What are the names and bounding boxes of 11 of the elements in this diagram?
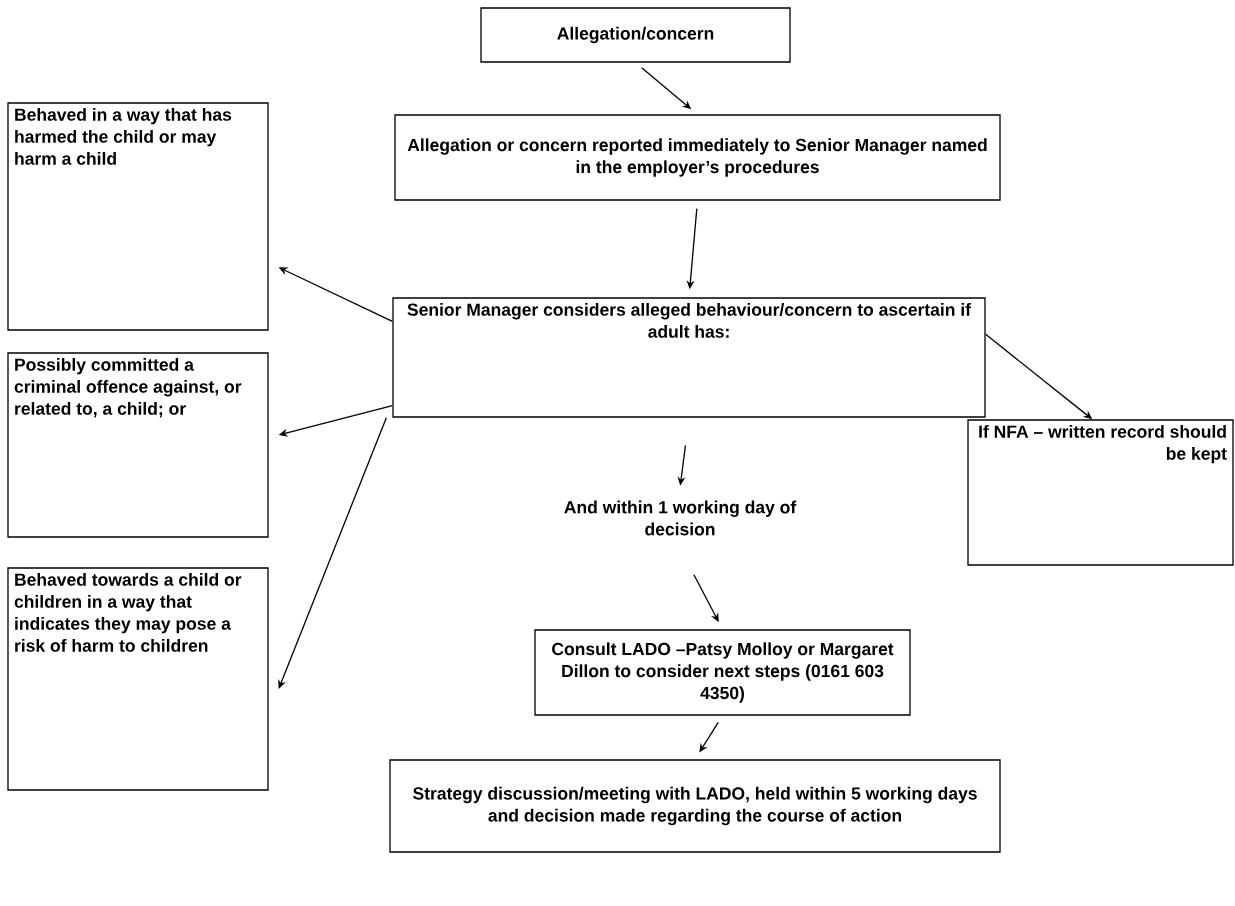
annotation-text: And within 1 working day of decision: [564, 500, 797, 536]
process-box: If NFA – written record should be kept: [967, 419, 1234, 566]
process-box: Possibly committed a criminal offence against, or related to, a child; or: [7, 352, 269, 538]
process-box: Consult LADO –Patsy Molloy or Margaret Dillon to consider next steps (0161 603 4350): [534, 629, 911, 716]
process-box: Behaved in a way that has harmed the child or may harm a child: [7, 102, 269, 331]
process-box: Allegation/concern: [480, 7, 791, 63]
process-box: Allegation or concern reported immediately to Senior Manager named in the employer’s procedures: [394, 114, 1001, 201]
process-box: Behaved towards a child or children in a way that indicates they may pose a risk of harm to children: [7, 567, 269, 791]
process-box: Strategy discussion/meeting with LADO, held within 5 working days and decision made regarding the course of action: [389, 759, 1001, 853]
arrow: [278, 417, 387, 689]
process-box: Senior Manager considers alleged behaviour/concern to ascertain if adult has:: [392, 297, 986, 418]
